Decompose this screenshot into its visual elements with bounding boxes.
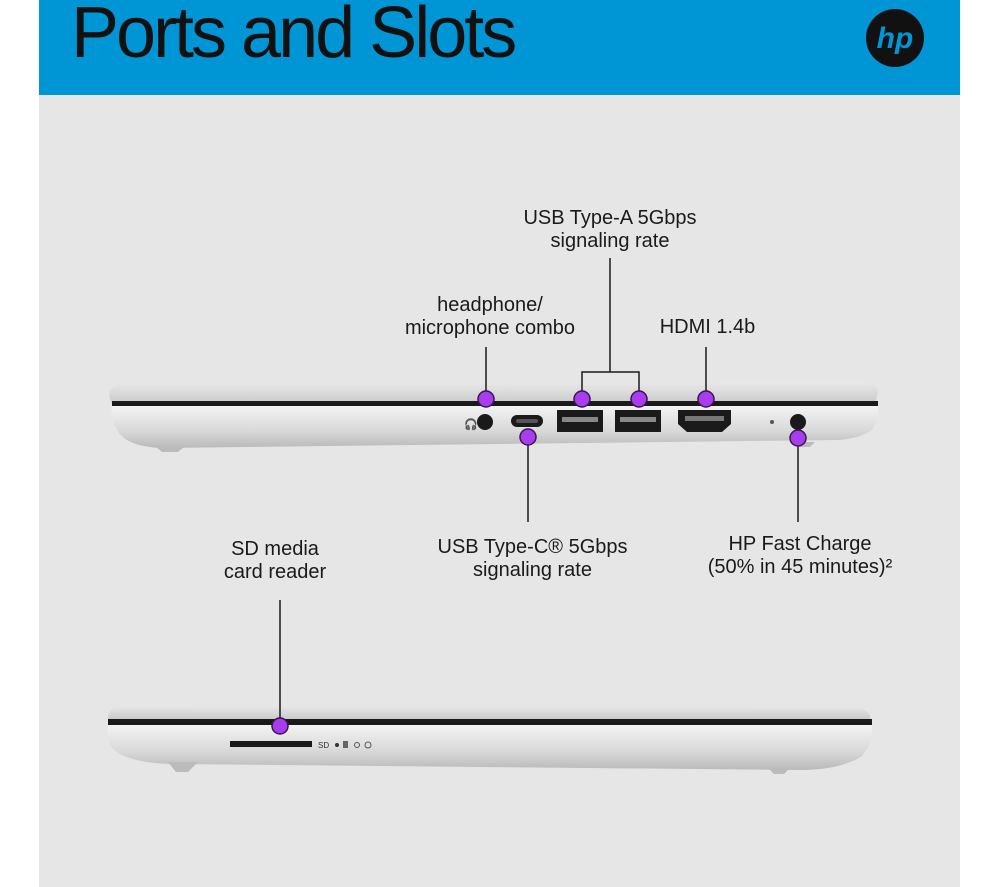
charge-port: [770, 414, 806, 430]
activity-led: [354, 742, 360, 748]
headphone-jack: 🎧: [464, 414, 493, 431]
marker-headphone: [477, 390, 495, 408]
marker-hdmi: [697, 390, 715, 408]
label-sd: SD media card reader: [223, 538, 327, 583]
usb-a-port-1: [557, 410, 603, 432]
marker-sd: [271, 717, 289, 735]
header-banner: Ports and Slots hp: [39, 0, 960, 95]
power-icon: [364, 741, 372, 749]
sd-card-slot: [230, 741, 312, 747]
marker-charge: [789, 429, 807, 447]
svg-text:hp: hp: [877, 22, 914, 55]
laptop-right-side: 🎧: [109, 382, 879, 452]
headphone-icon: 🎧: [464, 418, 478, 431]
storage-icon: [343, 741, 348, 748]
hdmi-port: [678, 410, 731, 432]
callout-markers: [271, 390, 807, 735]
laptop-left-side: SD: [107, 705, 873, 774]
hp-logo-icon: hp: [866, 9, 924, 67]
page-title: Ports and Slots: [71, 0, 517, 73]
usb-a-port-2: [615, 410, 661, 432]
usb-c-port: [511, 415, 543, 427]
marker-usb-a-2: [630, 390, 648, 408]
label-usb-c: USB Type-C® 5Gbps signaling rate: [437, 536, 628, 581]
status-led: [335, 743, 339, 747]
callout-lines: [279, 258, 799, 726]
marker-usb-a-1: [573, 390, 591, 408]
marker-usb-c: [519, 428, 537, 446]
label-headphone: headphone/ microphone combo: [404, 294, 576, 339]
label-usb-a: USB Type-A 5Gbps signaling rate: [523, 207, 697, 252]
sd-port-label: SD: [318, 741, 329, 750]
label-hdmi: HDMI 1.4b: [659, 316, 756, 338]
label-charge: HP Fast Charge (50% in 45 minutes)²: [707, 533, 893, 578]
